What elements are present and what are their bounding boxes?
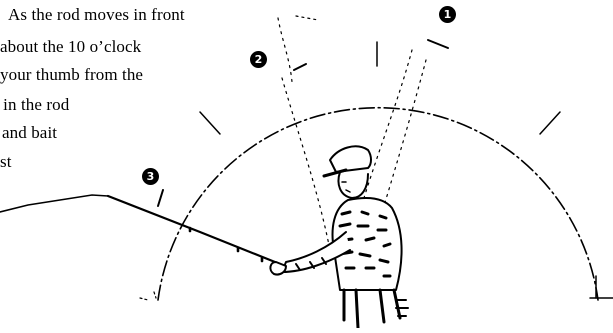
- step-badge-3: 3: [142, 168, 159, 185]
- clock-arc: [157, 106, 599, 301]
- angler-figure: [269, 145, 409, 330]
- rod-position-mark-3: [157, 189, 164, 207]
- rod-path-dotted-4: [351, 49, 413, 241]
- step-badge-2: 2: [250, 51, 267, 68]
- caption-line: st: [0, 152, 12, 171]
- caption-line: l in the rod: [0, 95, 70, 114]
- caption-line: about the 10 o’clock: [0, 37, 142, 56]
- caption-line: your thumb from the: [0, 65, 144, 84]
- rod-guide-marks: [188, 226, 264, 263]
- step-badge-1: 1: [439, 6, 456, 23]
- caption-line: and bait: [2, 123, 58, 142]
- rod-path-dotted-1: [295, 15, 319, 21]
- angler-hand: [269, 261, 287, 276]
- clock-tick-10: [199, 111, 221, 135]
- angler-legs: [342, 288, 402, 330]
- angler-cap: [329, 145, 372, 173]
- angler-head: [337, 171, 369, 199]
- clock-tick-2: [539, 111, 561, 135]
- fishing-rod: [106, 194, 282, 266]
- ground-dots: [139, 291, 157, 301]
- rod-position-mark-1: [427, 39, 449, 49]
- rod-path-dotted-3: [281, 77, 331, 251]
- rod-path-dotted-2: [277, 17, 293, 83]
- rod-position-mark-2: [293, 63, 307, 71]
- caption-line: As the rod moves in front: [8, 5, 185, 24]
- fishing-line: [0, 194, 109, 213]
